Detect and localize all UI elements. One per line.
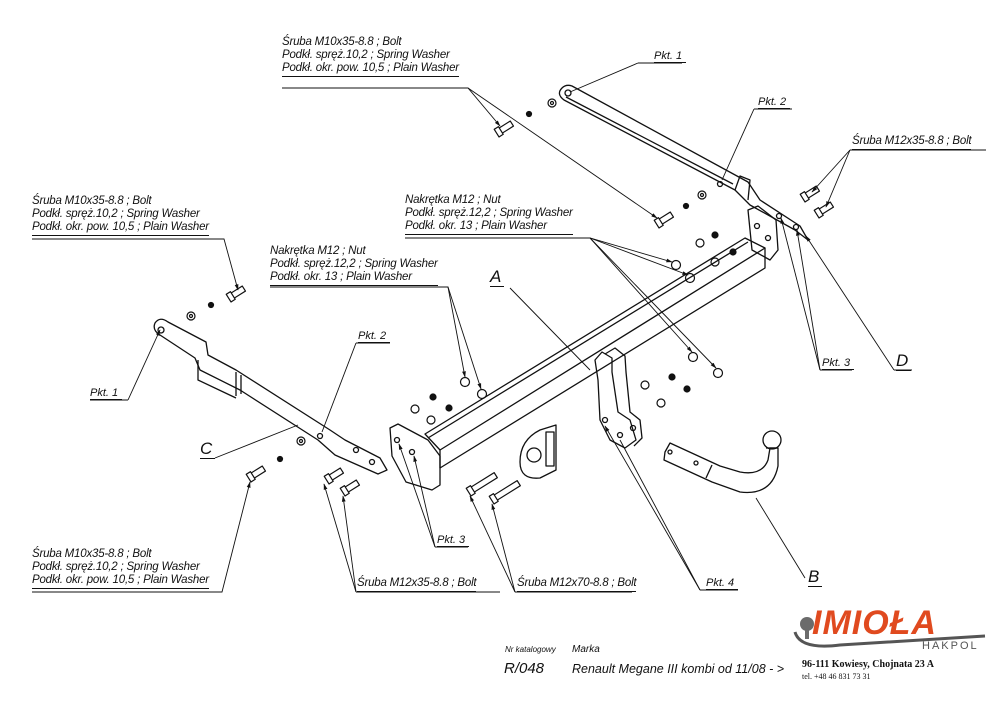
company-logo-text: IMIOŁA [812, 604, 937, 642]
company-address: 96-111 Kowiesy, Chojnata 23 A [802, 659, 934, 670]
callout-line: Podkł. okr. 13 ; Plain Washer [270, 271, 438, 286]
pkt-label: Pkt. 3 [437, 534, 470, 547]
callout-left-m10-bolt: Śruba M10x35-8.8 ; Bolt Podkł. spręż.10,… [32, 195, 209, 236]
pkt-label: Pkt. 3 [822, 357, 855, 370]
callout-line: Podkł. spręż.10,2 ; Spring Washer [32, 561, 200, 573]
socket-plate [519, 424, 557, 479]
callout-line: Podkł. okr. pow. 10,5 ; Plain Washer [32, 574, 209, 589]
part-letter-b: B [808, 568, 823, 587]
callout-line: Śruba M12x35-8.8 ; Bolt [357, 577, 477, 592]
pkt-label: Pkt. 2 [358, 330, 391, 343]
callout-line: Nakrętka M12 ; Nut [405, 194, 501, 206]
leader-lines [32, 62, 986, 593]
callout-line: Śruba M10x35-8.8 ; Bolt [32, 195, 152, 207]
vehicle-model: Renault Megane III kombi od 11/08 - > [572, 662, 785, 676]
callout-nut-left: Nakrętka M12 ; Nut Podkł. spręż.12,2 ; S… [270, 245, 438, 286]
callout-bottom-m10-bolt: Śruba M10x35-8.8 ; Bolt Podkł. spręż.10,… [32, 548, 209, 589]
pkt-label: Pkt. 1 [90, 387, 123, 400]
bolts [225, 120, 835, 505]
washers-nuts [186, 98, 737, 463]
callout-bottom-m12x35-bolt: Śruba M12x35-8.8 ; Bolt [357, 577, 477, 592]
callout-line: Podkł. okr. 13 ; Plain Washer [405, 220, 573, 235]
company-logo [793, 617, 986, 648]
callout-m12x70-bolt: Śruba M12x70-8.8 ; Bolt [517, 577, 637, 592]
callout-top-m10-bolt: Śruba M10x35-8.8 ; Bolt Podkł. spręż.10,… [282, 36, 459, 77]
catalog-label: Nr katalogowy [505, 645, 556, 654]
callout-line: Podkł. spręż.12,2 ; Spring Washer [405, 207, 573, 219]
crossbar-a [389, 205, 779, 491]
company-phone: tel. +48 46 831 73 31 [802, 672, 871, 681]
part-letter-a: A [490, 268, 505, 287]
callout-line: Śruba M12x35-8.8 ; Bolt [852, 135, 972, 150]
callout-line: Śruba M10x35-8.8 ; Bolt [32, 548, 152, 560]
callout-line: Podkł. spręż.10,2 ; Spring Washer [32, 208, 200, 220]
callout-right-m12x35-bolt: Śruba M12x35-8.8 ; Bolt [852, 135, 972, 150]
pkt-label: Pkt. 2 [758, 96, 791, 109]
callout-line: Podkł. okr. pow. 10,5 ; Plain Washer [282, 62, 459, 77]
pkt-label: Pkt. 1 [654, 50, 687, 63]
pkt-label: Pkt. 4 [706, 577, 739, 590]
company-logo-subtext: HAKPOL [922, 640, 979, 652]
callout-line: Śruba M12x70-8.8 ; Bolt [517, 577, 637, 592]
tow-ball-b [663, 430, 782, 494]
callout-line: Nakrętka M12 ; Nut [270, 245, 366, 257]
callout-line: Śruba M10x35-8.8 ; Bolt [282, 36, 402, 48]
part-letter-c: C [200, 440, 216, 459]
callout-line: Podkł. spręż.12,2 ; Spring Washer [270, 258, 438, 270]
brand-label: Marka [572, 644, 600, 655]
callout-line: Podkł. spręż.10,2 ; Spring Washer [282, 49, 450, 61]
part-letter-d: D [896, 352, 912, 371]
callout-nut-right: Nakrętka M12 ; Nut Podkł. spręż.12,2 ; S… [405, 194, 573, 235]
side-bracket-c [153, 318, 388, 475]
callout-line: Podkł. okr. pow. 10,5 ; Plain Washer [32, 221, 209, 236]
catalog-number: R/048 [504, 660, 545, 677]
